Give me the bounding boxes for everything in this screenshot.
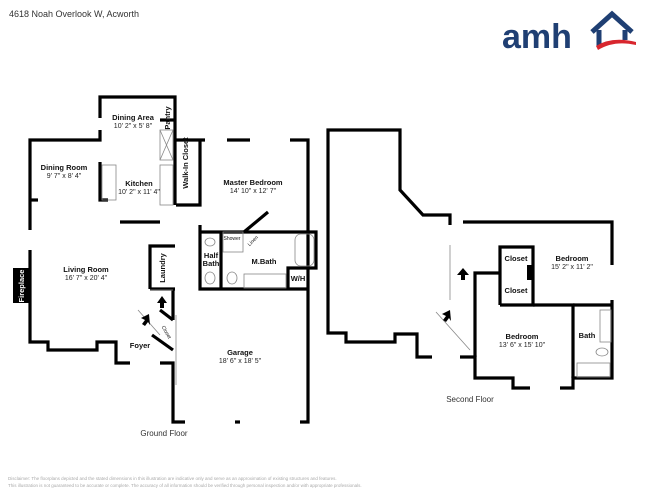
foyer-label: Foyer [130, 341, 151, 350]
amh-logo: amh [502, 10, 636, 56]
walk-in-closet-label: Walk-In Closet [181, 137, 190, 189]
disclaimer-line-1: Disclaimer: The floorplans depicted and … [8, 476, 337, 481]
dining-area-dims: 10' 2" x 5' 8" [114, 123, 153, 130]
bedroom-2-label: Bedroom [506, 332, 539, 341]
linen-label: Linen [247, 235, 260, 248]
wh-label: W/H [291, 274, 306, 283]
dining-area-label: Dining Area [112, 113, 155, 122]
dining-room-label: Dining Room [41, 163, 88, 172]
logo-text: amh [502, 18, 572, 56]
dining-room-dims: 9' 7" x 8' 4" [47, 173, 82, 180]
living-room-dims: 16' 7" x 20' 4" [65, 275, 108, 282]
master-bedroom-dims: 14' 10" x 12' 7" [230, 188, 277, 195]
second-floor-label: Second Floor [446, 395, 494, 404]
stairs-up-arrow-icon [141, 296, 167, 326]
laundry-label: Laundry [158, 252, 167, 282]
ground-floor-fixtures [101, 129, 315, 385]
master-bedroom-label: Master Bedroom [223, 178, 283, 187]
m-bath-label: M.Bath [252, 257, 277, 266]
stairs-up-arrow-icon-2 [442, 268, 469, 322]
ground-floor-label: Ground Floor [140, 429, 187, 438]
garage-dims: 18' 6" x 18' 5" [219, 358, 262, 365]
bedroom-1-label: Bedroom [556, 254, 589, 263]
kitchen-dims: 10' 2" x 11' 4" [118, 189, 160, 196]
foyer-closet-label: Closet [160, 325, 173, 341]
living-room-label: Living Room [63, 265, 109, 274]
fireplace [13, 268, 29, 303]
property-address: 4618 Noah Overlook W, Acworth [9, 9, 140, 19]
second-floor-fixtures [435, 245, 612, 378]
half-bath-label-2: Bath [203, 259, 220, 268]
house-icon [590, 10, 636, 50]
garage-label: Garage [227, 348, 253, 357]
pantry-label: Pantry [163, 106, 172, 130]
bedroom-2-dims: 13' 6" x 15' 10" [499, 342, 546, 349]
closet-2-label: Closet [505, 286, 528, 295]
kitchen-label: Kitchen [125, 179, 153, 188]
half-bath-label: Half [204, 251, 219, 260]
closet-1-label: Closet [505, 254, 528, 263]
disclaimer-line-2: This illustration is not guaranteed to b… [8, 483, 362, 488]
second-floor-walls [326, 128, 614, 390]
bedroom-1-dims: 15' 2" x 11' 2" [551, 264, 593, 271]
fireplace-label: Fireplace [17, 270, 26, 303]
ground-floor-walls [28, 95, 318, 424]
shower-label: Shower [224, 236, 241, 242]
bath-label: Bath [579, 331, 596, 340]
